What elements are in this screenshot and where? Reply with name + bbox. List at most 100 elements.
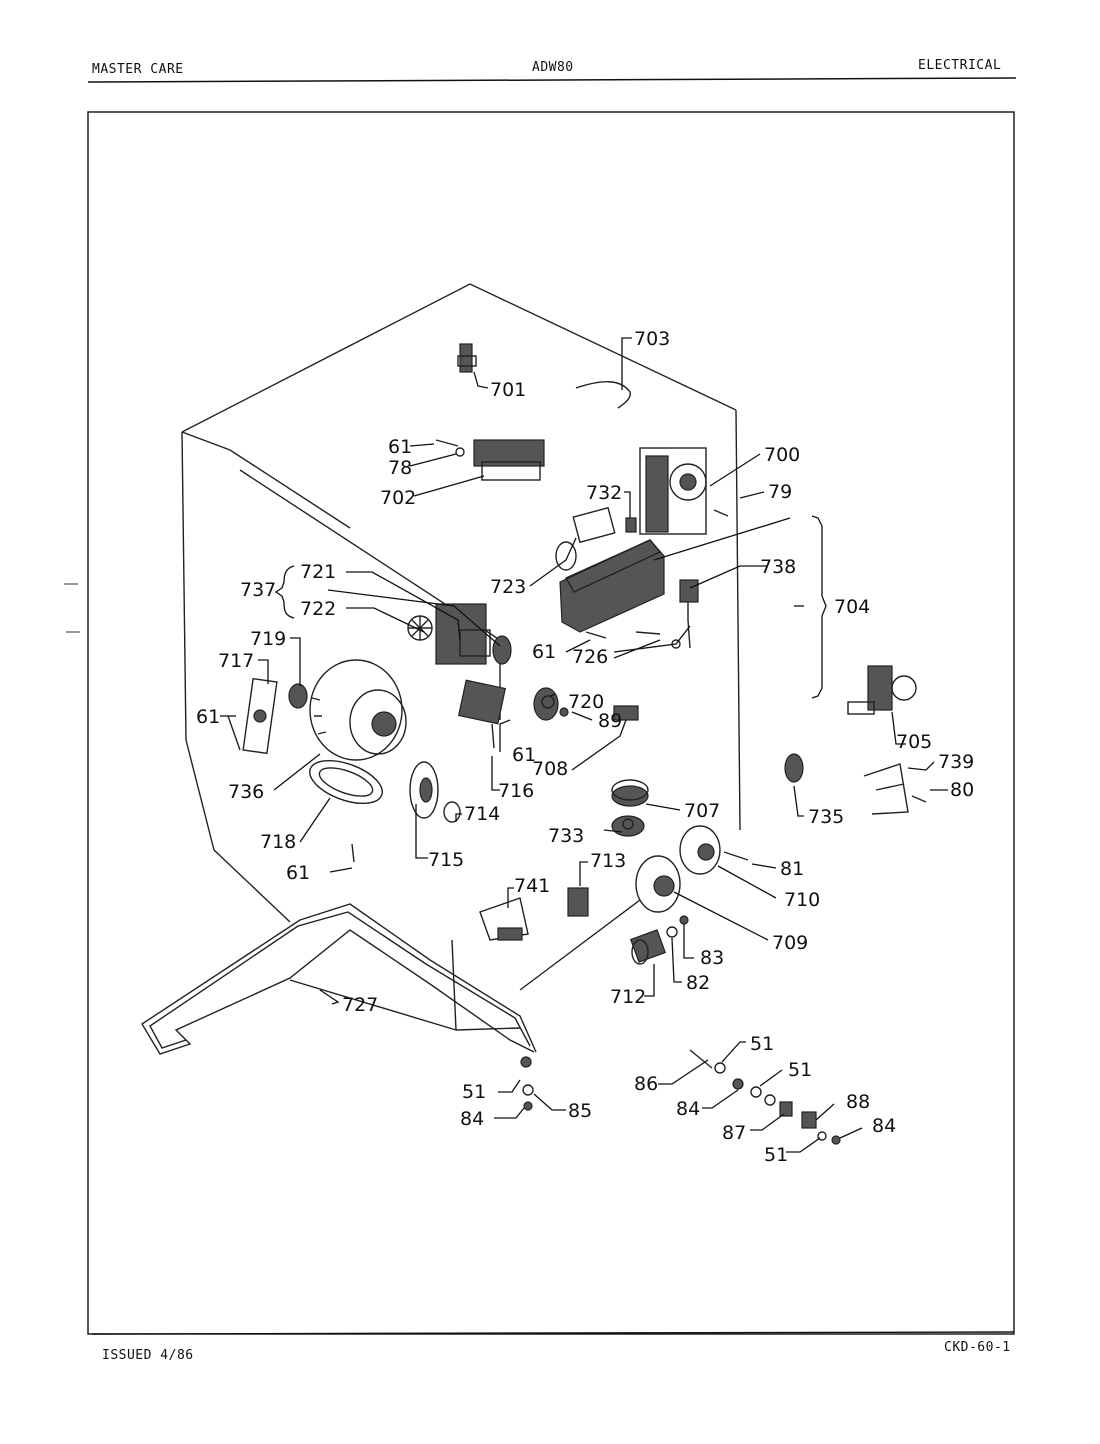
part-720-cap <box>533 687 559 721</box>
callout-84: 84 <box>460 1108 484 1130</box>
callout-710: 710 <box>784 889 820 911</box>
callout-87: 87 <box>722 1122 746 1144</box>
part-703-wire <box>575 381 631 409</box>
callout-712: 712 <box>610 986 646 1008</box>
callout-720: 720 <box>568 691 604 713</box>
callout-61: 61 <box>388 436 412 458</box>
callout-718: 718 <box>260 831 296 853</box>
callout-703: 703 <box>634 328 670 350</box>
part-736-motor <box>309 659 407 761</box>
callout-727: 727 <box>342 994 378 1016</box>
part-83-nut <box>679 915 689 925</box>
part-719-grommet <box>288 683 308 709</box>
part-722-fan <box>407 615 433 641</box>
part-51-washer <box>817 1131 827 1141</box>
part-716-bracket <box>457 679 507 725</box>
callout-84: 84 <box>676 1098 700 1120</box>
callout-89: 89 <box>598 710 622 732</box>
header-rule <box>87 77 1017 83</box>
part-732-clip <box>625 517 637 533</box>
part-739-bracket <box>863 763 909 815</box>
part-88-bracket <box>801 1111 817 1129</box>
leader-lines <box>220 337 948 1153</box>
part-726-clips <box>635 619 691 649</box>
callout-714: 714 <box>464 803 500 825</box>
part-61-screw <box>227 715 241 751</box>
part-79-screw <box>713 509 729 517</box>
footer-rule <box>91 1331 1015 1335</box>
part-723-ring <box>555 541 577 571</box>
callout-82: 82 <box>686 972 710 994</box>
part-709-pump-housing <box>635 855 681 913</box>
part-87-clip <box>779 1101 793 1117</box>
callout-61: 61 <box>512 744 536 766</box>
part-705-valve <box>847 665 917 715</box>
footer-left: ISSUED 4/86 <box>102 1348 194 1363</box>
callout-722: 722 <box>300 598 336 620</box>
header-left: MASTER CARE <box>92 62 184 77</box>
callout-labels: 703 701 61 78 702 700 732 79 723 738 704… <box>196 328 974 1166</box>
part-714-bushing <box>443 801 461 823</box>
callout-732: 732 <box>586 482 622 504</box>
callout-51: 51 <box>462 1081 486 1103</box>
part-700-timer <box>639 447 707 535</box>
part-738-switch <box>679 579 699 620</box>
callout-81: 81 <box>780 858 804 880</box>
callout-726: 726 <box>572 646 608 668</box>
part-82-washer <box>666 926 678 938</box>
part-721-gasket <box>492 635 512 665</box>
callout-719: 719 <box>250 628 286 650</box>
brace-737 <box>274 565 295 619</box>
part-78-washer <box>455 447 465 457</box>
callout-61: 61 <box>196 706 220 728</box>
part-84-nut <box>831 1135 841 1145</box>
callout-735: 735 <box>808 806 844 828</box>
callout-702: 702 <box>380 487 416 509</box>
callout-84: 84 <box>872 1115 896 1137</box>
part-717-bracket <box>242 677 278 755</box>
part-735-sensor <box>784 753 804 783</box>
callout-717: 717 <box>218 650 254 672</box>
part-704-control-module <box>559 539 665 633</box>
header-center: ADW80 <box>532 60 574 75</box>
callout-51: 51 <box>750 1033 774 1055</box>
callout-79: 79 <box>768 481 792 503</box>
part-51-washer <box>764 1094 776 1106</box>
callout-736: 736 <box>228 781 264 803</box>
part-61-screw <box>585 631 607 639</box>
part-702-terminal-block <box>473 439 545 481</box>
part-61-screw <box>435 439 459 447</box>
part-51-washer <box>750 1086 762 1098</box>
part-707-pulley <box>611 779 649 807</box>
callout-701: 701 <box>490 379 526 401</box>
callout-705: 705 <box>896 731 932 753</box>
part-715-impeller <box>409 761 439 819</box>
part-712-capacitor <box>629 929 667 965</box>
footer-right: CKD-60-1 <box>944 1340 1011 1355</box>
callout-723: 723 <box>490 576 526 598</box>
part-721-fan-motor <box>435 603 491 665</box>
part-61-screw <box>491 723 495 749</box>
callout-737: 737 <box>240 579 276 601</box>
part-84-nut <box>732 1078 744 1090</box>
callout-83: 83 <box>700 947 724 969</box>
callout-713: 713 <box>590 850 626 872</box>
part-81-screw <box>723 851 749 861</box>
callout-86: 86 <box>634 1073 658 1095</box>
callout-51: 51 <box>788 1059 812 1081</box>
callout-88: 88 <box>846 1091 870 1113</box>
part-718-gasket <box>309 759 383 805</box>
callout-721: 721 <box>300 561 336 583</box>
part-61-screw <box>351 843 355 863</box>
part-727-heater-element <box>141 903 537 1055</box>
callout-716: 716 <box>498 780 534 802</box>
part-741-bracket <box>479 897 529 941</box>
callout-85: 85 <box>568 1100 592 1122</box>
callout-741: 741 <box>514 875 550 897</box>
callout-739: 739 <box>938 751 974 773</box>
callout-708: 708 <box>532 758 568 780</box>
diagram-frame <box>87 111 1015 1335</box>
part-701-clip <box>457 343 477 373</box>
part-733-pump <box>611 815 645 837</box>
